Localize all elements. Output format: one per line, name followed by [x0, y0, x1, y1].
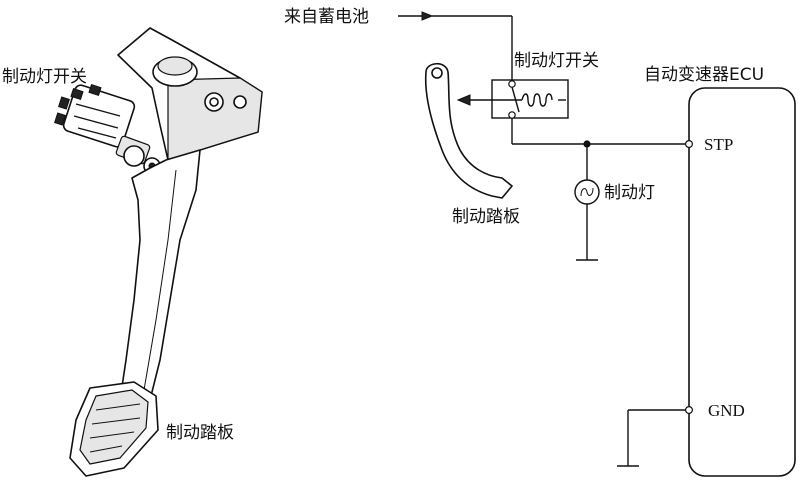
switch-terminal-bottom — [508, 111, 516, 119]
switch-terminal-top — [508, 80, 516, 88]
schematic-pedal-pivot — [431, 67, 443, 79]
stp-terminal — [684, 140, 693, 149]
switch-housing — [491, 79, 569, 119]
ecu-label: 自动变速器ECU — [644, 65, 764, 85]
switch-body — [54, 84, 161, 175]
pivot-bolt-center — [209, 97, 219, 107]
brake-lamp-label: 制动灯 — [604, 183, 655, 203]
ecu-box — [688, 87, 796, 477]
lamp-filament — [580, 187, 594, 197]
plunger-arrow-head — [456, 94, 471, 106]
circuit-brake-light-switch-label: 制动灯开关 — [514, 51, 599, 71]
stp-terminal-label: STP — [704, 135, 733, 154]
pedal-assembly-illustration — [54, 27, 263, 477]
switch-spring-icon — [521, 93, 553, 107]
battery-feed-label: 来自蓄电池 — [284, 7, 369, 27]
gnd-terminal-label: GND — [708, 401, 745, 420]
pedal-arm — [119, 149, 201, 401]
bracket-rivet — [233, 95, 247, 109]
battery-arrow-head — [421, 11, 434, 21]
left-brake-pedal-label: 制动踏板 — [166, 423, 234, 443]
gnd-terminal — [684, 406, 693, 415]
bracket-side-plate — [167, 77, 263, 161]
spring-drum-top — [157, 56, 193, 76]
circuit-brake-pedal-label: 制动踏板 — [452, 207, 520, 227]
left-brake-light-switch-label: 制动灯开关 — [2, 67, 87, 87]
schematic-pedal — [424, 62, 513, 199]
